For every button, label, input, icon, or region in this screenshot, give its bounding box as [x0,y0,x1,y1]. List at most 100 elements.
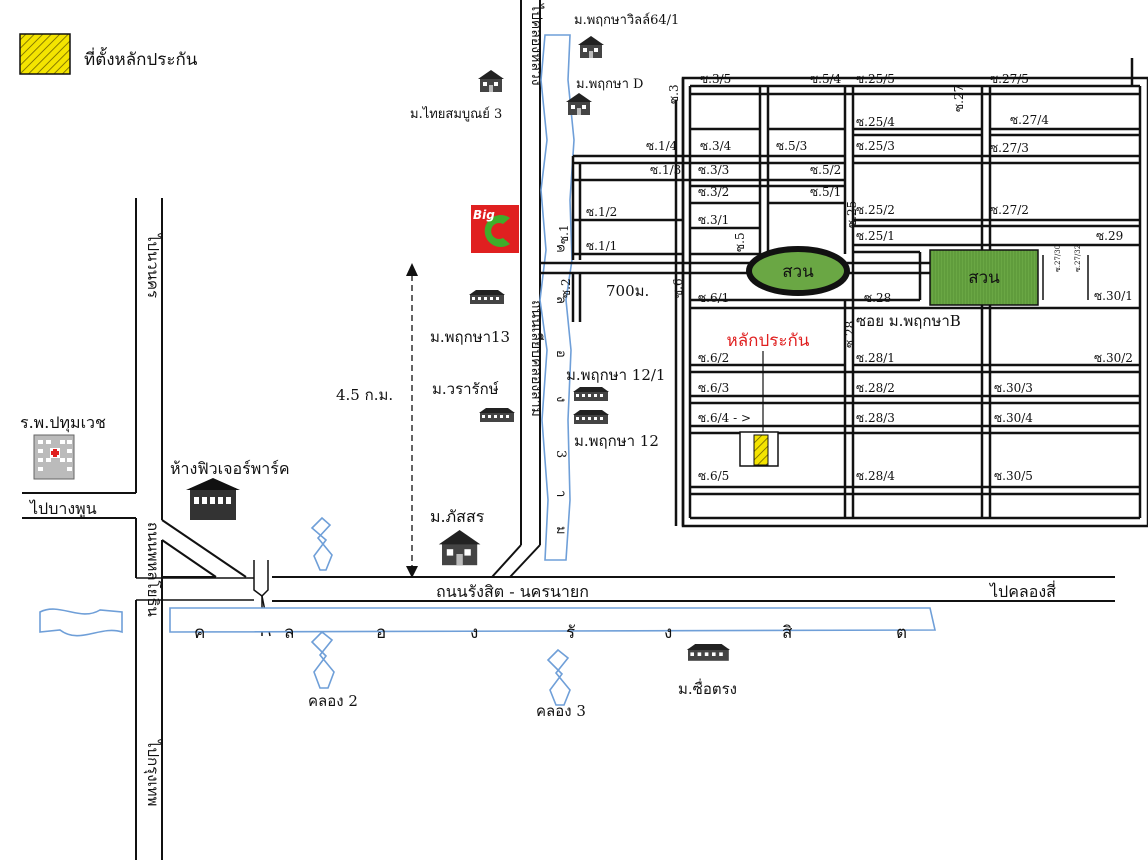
canal-vertical-2: อ [553,350,568,358]
soi-label: ซ.27/30 [1054,245,1062,272]
pruksa12-1-house-icon [573,387,609,401]
soi-label: ซ.25/4 [856,115,895,129]
distance-road: 700ม. [606,282,649,300]
canal-vertical-6: ม [553,526,568,535]
park-square-label: สวน [968,268,1000,288]
soi-label: ซ.27/5 [990,72,1029,86]
pruksa-d-label: ม.พฤกษา D [576,77,643,92]
soi-label: ซ.27 [952,85,966,112]
soi-label: ซ.28/3 [856,411,895,425]
kassorn-house-icon [438,530,481,566]
canal-rangsit-3: ง [470,623,478,643]
soi-label: ซ.30/3 [994,381,1033,395]
khlong-3-label: คลอง 3 [536,702,586,720]
soi-label: ซ.2 [559,278,573,298]
soi-label: ซ.25/5 [856,72,895,86]
soi-label: ซ.30/5 [994,469,1033,483]
pruksa-villa-label: ม.พฤกษาวิลล์64/1 [574,12,679,28]
canal-vertical-4: 3 [553,450,568,458]
soi-label: ซ.3/1 [698,213,729,227]
main-road-label: ถนนรังสิต - นครนายก [436,582,589,601]
park-square [929,249,1039,306]
landmarks: ร.พ.ปทุมเวช ห้างฟิวเจอร์พาร์ค ม.ภัสสร ม.… [20,12,737,698]
to-khlong-si-label: ไปคลองสี่ [988,580,1056,601]
big-c-logo: Big [471,205,519,253]
soi-label: ซ.5/4 [810,72,842,86]
soi-label: ซ.28/4 [856,469,895,483]
soi-label: ซ.5 [733,232,747,252]
soi-labels: ซ.3/5 ซ.5/4 ซ.25/5 ซ.27/5 ซ.3 ซ.27 ซ.25/… [557,72,1133,483]
soi-label: ซ.6/4 - > [698,411,751,425]
soi-label: ซ.25/3 [856,139,895,153]
canals [39,34,937,706]
phahonyothin-label: ถนนพหลโยธิน [144,522,162,617]
soi-label: ซ.27/2 [990,203,1029,217]
legend: ที่ตั้งหลักประกัน [19,33,198,75]
soi-label: ซ.28 [843,321,857,348]
soi-label: ซ.1/4 [646,139,678,153]
parks: สวน สวน [746,246,1039,306]
canal-vertical-3: ง [553,396,568,402]
hospital-icon [33,434,75,480]
hospital-label: ร.พ.ปทุมเวช [20,413,106,433]
soi-label: ซ.3/5 [700,72,731,86]
soi-label: ซ.5/3 [776,139,807,153]
canal-rangsit-4: รั [566,623,575,643]
legend-label: ที่ตั้งหลักประกัน [84,47,198,70]
soi-label: ซ.27/32 [1074,245,1082,272]
pruksa13-label: ม.พฤกษา13 [430,328,510,346]
thai-somboon-house-icon [478,70,504,92]
to-bang-phun-label: ไปบางพูน [28,499,97,519]
soi-label: ซ.5/2 [810,163,841,177]
park-oval-label: สวน [782,262,814,282]
sue-trong-house-icon [686,644,730,661]
soi-label: ซ.30/1 [1094,289,1133,303]
soi-label: ซ.27/4 [1010,113,1049,127]
pruksa-villa-house-icon [578,36,604,58]
to-khlong-luang-label: ไปคลองหลวง [528,3,545,86]
warak-label: ม.วรารักษ์ [432,380,499,398]
canal-rangsit-1: ล [284,623,294,643]
to-nakhon-nayok-label: ไปนวนคร [144,233,162,298]
sue-trong-label: ม.ซื่อตรง [678,678,737,698]
soi-label: ซ.28 [864,291,891,305]
pruksa13-house-icon [469,290,505,304]
soi-label: ซ.3/3 [698,163,729,177]
soi-label: ซ.6 [671,278,685,298]
canal-road-label: ถนนเลียบคลองสาม [528,300,544,417]
soi-label: ซ.5/1 [810,185,841,199]
soi-label: ซ.30/2 [1094,351,1133,365]
canal-rangsit-6: สิ [782,623,793,643]
mall-icon [186,478,240,520]
soi-label: ซ.27/3 [990,141,1029,155]
soi-label: ซ.28/2 [856,381,895,395]
soi-label: ซ.25/2 [856,203,895,217]
collateral-marker: หลักประกัน [727,331,810,467]
pruksa12-1-label: ม.พฤกษา 12/1 [566,366,665,384]
canal-vertical-5: า [553,490,568,497]
future-park-label: ห้างฟิวเจอร์พาร์ค [170,459,290,478]
soi-label: ซ.25 [845,201,859,228]
distance-vertical: 4.5 ก.ม. [336,386,393,404]
soi-label: ซ.6/3 [698,381,729,395]
soi-label: ซ.30/4 [994,411,1033,425]
warak-house-icon [479,408,515,422]
canal-labels: ค ล อ ง รั ง สิ ต คลอง 2 คลอง 3 ค ล อ ง … [194,244,907,720]
soi-label: ซ.6/1 [698,291,729,305]
canal-rangsit-0: ค [194,623,205,643]
soi-label: ซ.1/1 [586,239,617,253]
pruksa12-house-icon [573,410,609,424]
khlong-2-label: คลอง 2 [308,692,358,710]
thai-somboon-label: ม.ไทยสมบูณย์ 3 [410,106,502,122]
housing-grid [540,58,1148,528]
soi-label: ซ.6/5 [698,469,729,483]
soi-label: ซ.3/2 [698,185,729,199]
soi-label: ซ.3/4 [700,139,732,153]
soi-label: ซ.25/1 [856,229,895,243]
legend-swatch [19,33,71,75]
canal-rangsit-5: ง [664,623,672,643]
pruksa12-label: ม.พฤกษา 12 [574,432,659,450]
canal-rangsit-2: อ [376,623,386,643]
soi-label: ซ.1/2 [586,205,617,219]
